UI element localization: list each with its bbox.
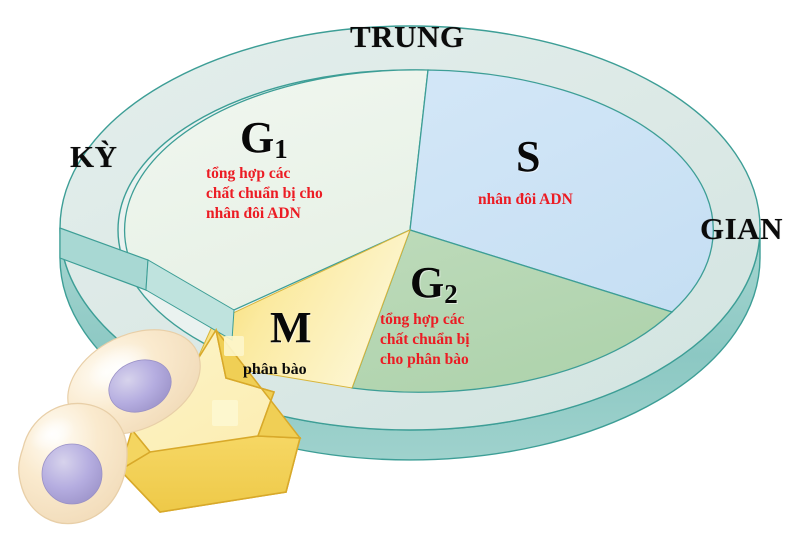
sector-s (409, 69, 714, 313)
phase-desc-g2: tổng hợp các chất chuẩn bị cho phân bào (380, 311, 470, 368)
ring-cut-face (59, 227, 235, 341)
mitosis-arrow (118, 327, 302, 513)
phase-sectors (123, 69, 714, 393)
phase-letter-s: S (516, 132, 540, 181)
phase-letter-s-main: S (516, 132, 541, 181)
phase-letter-g2-main: G (410, 258, 445, 307)
phase-letter-g1: G1 (240, 113, 288, 164)
label-gian: GIAN (700, 211, 783, 246)
label-trung: TRUNG (350, 19, 465, 54)
phase-desc-g1: tổng hợp các chất chuẩn bị cho nhân đôi … (206, 165, 323, 222)
phase-letter-g2: G2 (410, 258, 458, 309)
phase-letter-m-main: M (270, 303, 312, 352)
label-ky: KỲ (70, 139, 118, 174)
sector-g2 (351, 229, 674, 393)
phase-letter-g1-subscript: 1 (274, 134, 288, 164)
daughter-cell-lower (18, 402, 128, 525)
phase-letter-g2-subscript: 2 (444, 279, 458, 309)
phase-desc-m: phân bào (243, 361, 307, 378)
phase-desc-s: nhân đôi ADN (478, 191, 573, 208)
phase-letter-g1-main: G (240, 113, 275, 162)
phase-letter-m: M (270, 303, 312, 352)
